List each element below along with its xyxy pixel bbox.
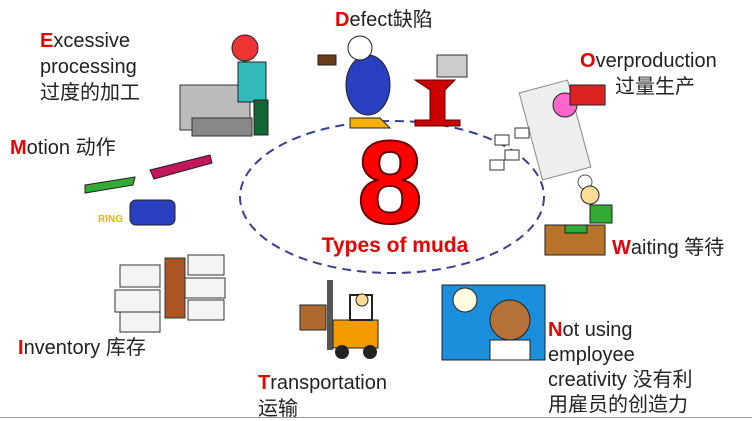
text: ransportation bbox=[270, 372, 387, 394]
ring-text: RING bbox=[98, 214, 123, 225]
initial: W bbox=[612, 237, 631, 259]
overproduction-illustration bbox=[489, 79, 606, 190]
label-waiting: Waiting 等待 bbox=[612, 235, 724, 261]
label-transportation: Transportation 运输 bbox=[258, 370, 387, 421]
label-motion: Motion 动作 bbox=[10, 135, 116, 161]
center-ellipse bbox=[239, 120, 545, 274]
text: ot using bbox=[562, 319, 633, 341]
initial: E bbox=[40, 30, 54, 52]
inventory-illustration bbox=[114, 254, 226, 333]
initial: M bbox=[10, 137, 27, 159]
initial: O bbox=[580, 50, 596, 72]
text: 过量生产 bbox=[615, 76, 695, 98]
text: 用雇员的创造力 bbox=[548, 394, 688, 416]
forklift-illustration bbox=[299, 280, 379, 359]
duck-illustration bbox=[317, 35, 468, 129]
initial: I bbox=[18, 337, 24, 359]
text: creativity 没有利 bbox=[548, 369, 693, 391]
employee-illustration bbox=[441, 284, 546, 361]
center-number: 8 bbox=[356, 117, 424, 249]
center-subtitle: Types of muda bbox=[321, 234, 469, 257]
initial: T bbox=[258, 372, 271, 394]
label-defect: Defect缺陷 bbox=[335, 7, 433, 33]
text: xcessive bbox=[53, 30, 131, 52]
phone-illustration: RING bbox=[84, 154, 213, 226]
label-inventory: Inventory 库存 bbox=[18, 335, 146, 361]
text: verproduction bbox=[595, 50, 717, 72]
text: 运输 bbox=[258, 398, 298, 420]
text: 过度的加工 bbox=[40, 82, 140, 104]
waiting-illustration bbox=[544, 185, 613, 256]
text: aiting 等待 bbox=[630, 237, 725, 259]
text: otion 动作 bbox=[26, 137, 116, 159]
text: efect缺陷 bbox=[349, 9, 433, 31]
text: nventory 库存 bbox=[23, 337, 146, 359]
initial: D bbox=[335, 9, 350, 31]
label-overproduction: Overproduction 过量生产 bbox=[580, 48, 717, 100]
label-not-using-creativity: Not using employee creativity 没有利 用雇员的创造… bbox=[548, 318, 692, 418]
text: employee bbox=[548, 344, 635, 366]
bottom-divider bbox=[0, 417, 752, 418]
text: processing bbox=[40, 56, 137, 78]
label-excessive-processing: Excessive processing 过度的加工 bbox=[40, 28, 140, 106]
copier-illustration bbox=[179, 34, 269, 137]
initial: N bbox=[548, 319, 563, 341]
